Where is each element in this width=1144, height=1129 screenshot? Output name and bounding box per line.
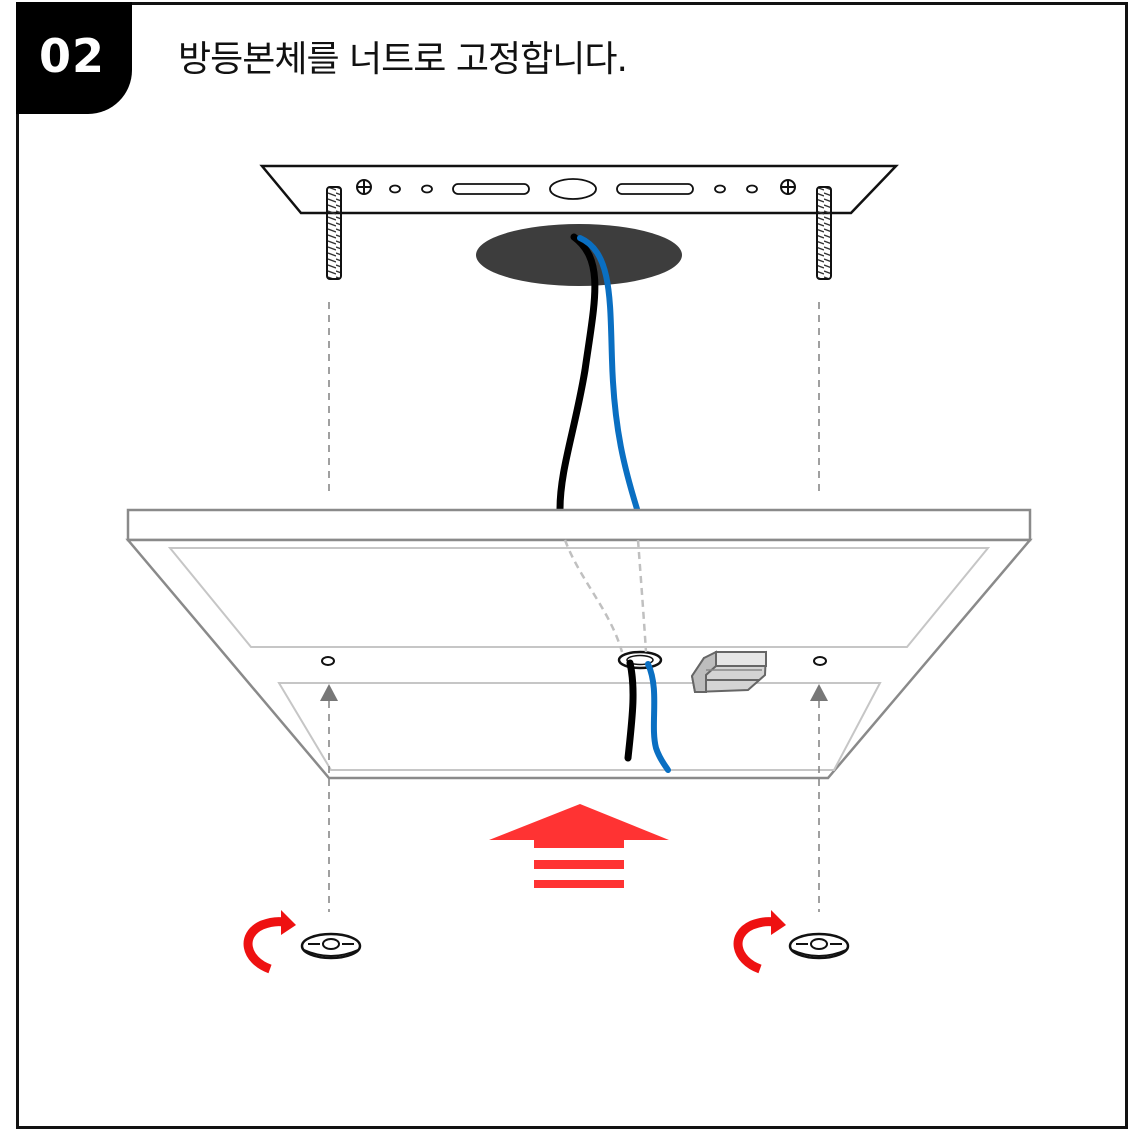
mounting-bracket	[259, 164, 899, 215]
up-arrow-icon-right	[810, 684, 828, 912]
rotate-arrow-icon-right	[733, 910, 786, 974]
panel-hole-left	[321, 656, 335, 666]
black-wire-top	[556, 233, 599, 513]
black-wire-bottom	[624, 659, 637, 762]
wing-nut-icon-left	[300, 932, 362, 960]
bolt-left	[326, 186, 342, 280]
up-arrow-icon-left	[320, 684, 338, 912]
terminal-block	[690, 650, 768, 694]
hidden-black-wire	[563, 539, 624, 653]
bracket-screw-left	[356, 179, 372, 195]
rotate-arrow-icon-left	[243, 910, 296, 974]
wing-nut-icon-right	[788, 932, 850, 960]
blue-wire-bottom	[645, 661, 671, 773]
step-badge	[16, 2, 132, 114]
bracket-screw-right	[780, 179, 796, 195]
ceiling-hole	[476, 224, 682, 286]
up-arrow-icon	[489, 804, 669, 888]
light-panel	[125, 508, 1033, 780]
instruction-title: 방등본체를 너트로 고정합니다.	[178, 39, 628, 80]
hidden-blue-wire	[636, 539, 648, 653]
bolt-right	[816, 186, 832, 280]
blue-wire-top	[577, 235, 640, 512]
step-number: 02	[38, 29, 105, 83]
panel-hole-right	[813, 656, 827, 666]
wire-grommet	[617, 650, 663, 670]
